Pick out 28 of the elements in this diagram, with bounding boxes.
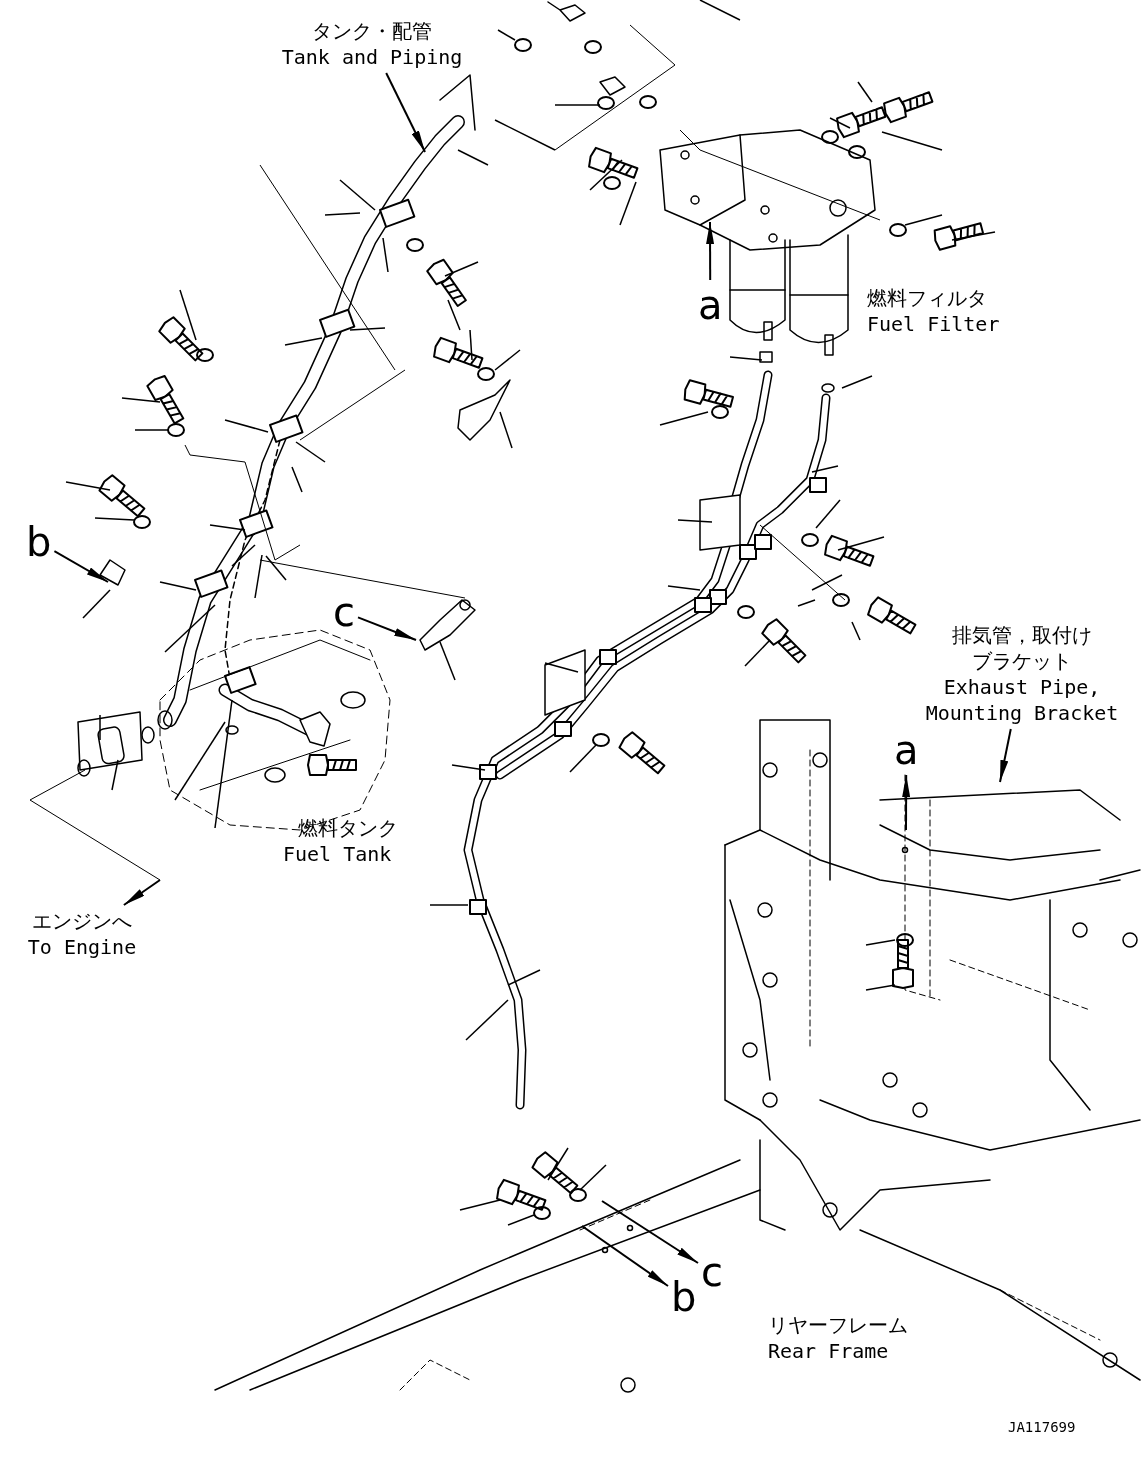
reference-letter: b [671, 1275, 697, 1319]
reference-letter: a [894, 728, 919, 772]
part-label: リヤーフレーム [768, 1312, 908, 1338]
arrow [122, 879, 161, 906]
arrow [357, 616, 417, 641]
part-label: Fuel Filter [867, 311, 1000, 337]
part-label: Tank and Piping [280, 44, 464, 70]
part-label: 排気管，取付けブラケット [951, 622, 1093, 674]
reference-letter: c [701, 1250, 723, 1294]
part-label: 燃料フィルタ [867, 285, 987, 311]
reference-letter: c [333, 590, 355, 634]
part-label: Fuel Tank [283, 841, 392, 867]
arrow [385, 72, 426, 153]
arrow [581, 1225, 669, 1287]
arrow [601, 1200, 699, 1264]
reference-letter: b [26, 520, 52, 564]
part-label: Rear Frame [768, 1338, 889, 1364]
part-label: To Engine [26, 934, 138, 960]
part-label: Exhaust Pipe, Mounting Bracket [924, 674, 1120, 726]
arrow [53, 550, 109, 583]
arrow [706, 221, 715, 281]
drawing-number: JA117699 [1008, 1418, 1076, 1437]
arrow [999, 728, 1012, 783]
arrow [902, 774, 911, 831]
part-label: 燃料タンク [298, 815, 398, 841]
reference-letter: a [698, 283, 723, 327]
part-label: エンジンへ [31, 908, 133, 934]
part-label: タンク・配管 [311, 18, 433, 44]
